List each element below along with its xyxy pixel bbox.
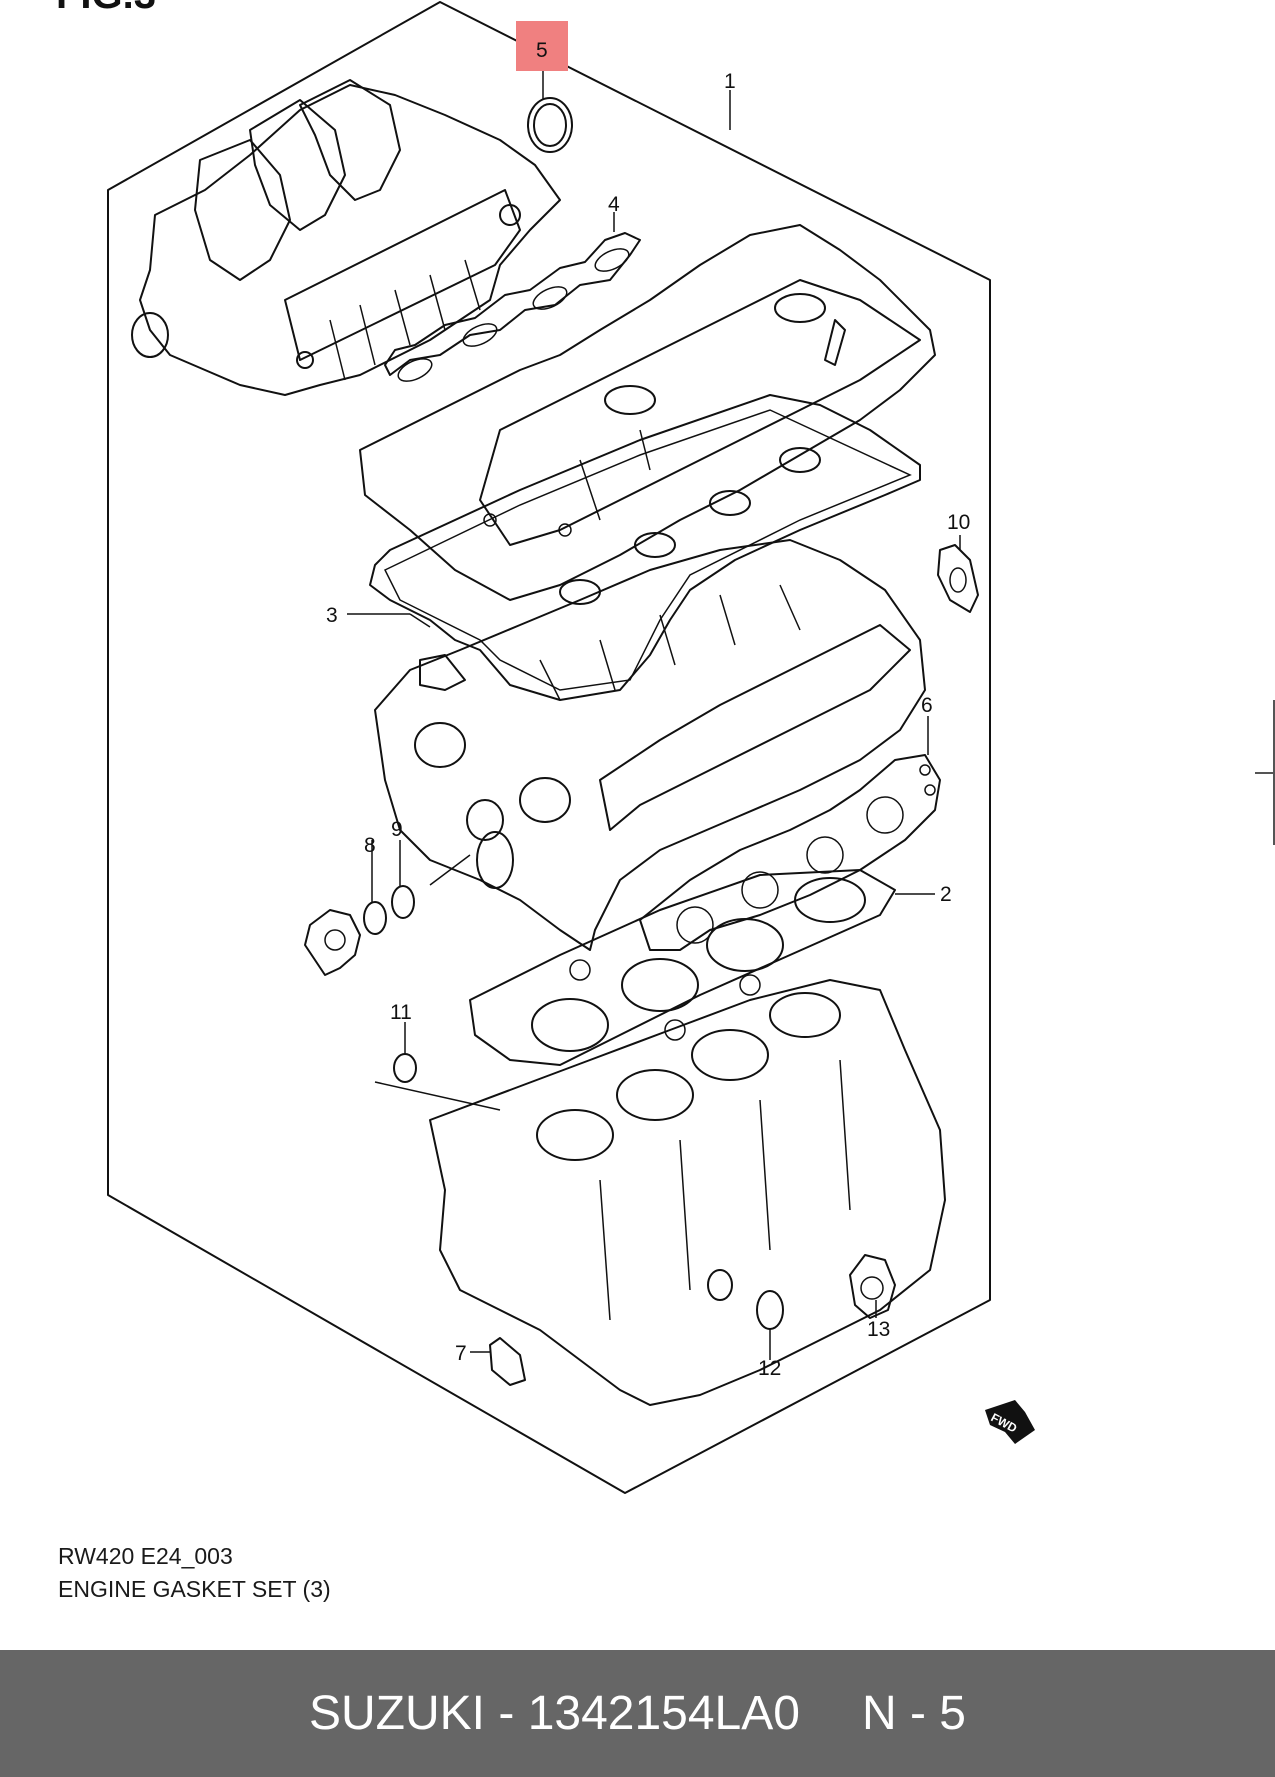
- callout-3[interactable]: 3: [326, 604, 338, 627]
- o-ring-8: [363, 901, 387, 935]
- head-gasket-2: [469, 869, 896, 1066]
- callout-2[interactable]: 2: [940, 883, 952, 906]
- intake-manifold: [131, 79, 561, 396]
- gasket-ring-5: [527, 97, 573, 153]
- callout-4[interactable]: 4: [608, 193, 620, 216]
- exhaust-manifold-gasket-6: [639, 754, 941, 951]
- right-edge-mark: [1255, 772, 1275, 774]
- diagram-title: ENGINE GASKET SET (3): [58, 1576, 331, 1602]
- callout-1[interactable]: 1: [724, 70, 736, 93]
- callout-11[interactable]: 11: [390, 1001, 412, 1024]
- o-ring-9: [391, 885, 415, 919]
- gasket-10: [937, 544, 979, 613]
- head-cover-gasket-3: [369, 394, 921, 701]
- callout-10[interactable]: 10: [947, 511, 970, 534]
- o-ring-12: [756, 1290, 784, 1330]
- leader-lines: [347, 68, 961, 1360]
- footer-separator: -: [498, 1687, 515, 1740]
- footer-part-number: 1342154LA0: [527, 1687, 800, 1740]
- callout-12[interactable]: 12: [758, 1357, 781, 1380]
- fwd-arrow: FWD: [985, 1400, 1035, 1444]
- callout-9[interactable]: 9: [391, 818, 403, 841]
- callout-7[interactable]: 7: [455, 1342, 467, 1365]
- footer-brand: SUZUKI: [309, 1687, 486, 1740]
- callout-8[interactable]: 8: [364, 834, 376, 857]
- intake-manifold-gasket-4: [384, 232, 641, 382]
- water-outlet-thermostat: [304, 909, 361, 976]
- footer-bar: SUZUKI - 1342154LA0 N - 5: [0, 1650, 1275, 1777]
- o-ring-11: [393, 1053, 417, 1083]
- highlight-box-5: [516, 21, 568, 71]
- parts-diagram: FIG.3: [56, 0, 1035, 1494]
- cylinder-block: [429, 979, 946, 1406]
- callout-6[interactable]: 6: [921, 694, 933, 717]
- footer-position: N - 5: [861, 1687, 966, 1740]
- diagram-code: RW420 E24_003: [58, 1543, 233, 1569]
- callout-13[interactable]: 13: [867, 1318, 890, 1341]
- callout-5[interactable]: 5: [536, 39, 548, 62]
- kit-boundary: [107, 1, 991, 1494]
- fig-label: FIG.3: [56, 0, 156, 17]
- gasket-13: [849, 1254, 896, 1319]
- gasket-7: [489, 1337, 526, 1386]
- cylinder-head: [374, 539, 926, 951]
- callouts: 1 2 3 4 5 6 7 8 9 10 11 12 13: [326, 39, 970, 1380]
- cylinder-head-cover: [359, 224, 936, 601]
